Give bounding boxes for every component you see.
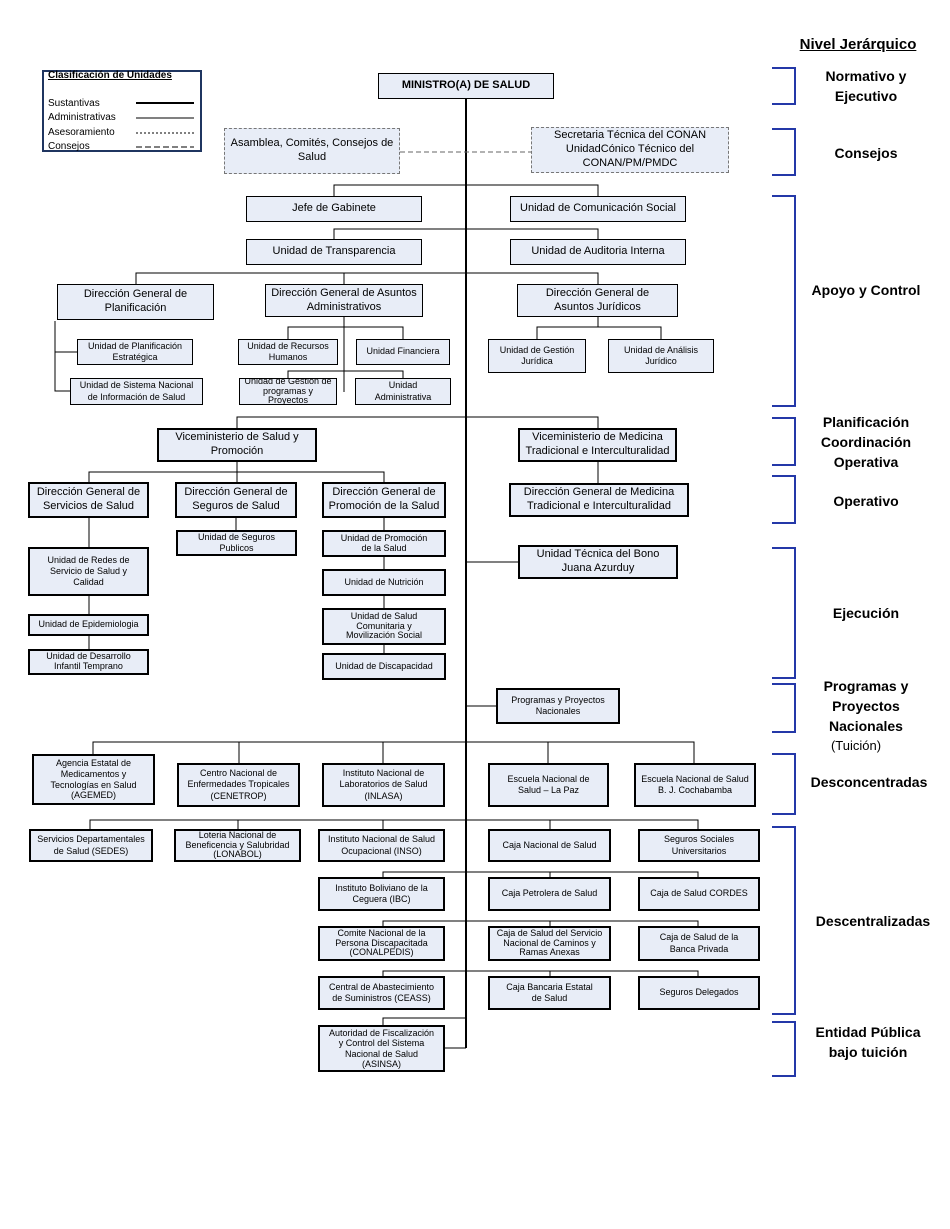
- unit-ministro: MINISTRO(A) DE SALUD: [378, 73, 554, 99]
- unit-sedes: Servicios Departamentales de Salud (SEDE…: [29, 829, 153, 862]
- unit-promocion-salud: Unidad de Promoción de la Salud: [322, 530, 446, 557]
- unit-caja-nacional: Caja Nacional de Salud: [488, 829, 611, 862]
- unit-viceministerio-medicina: Viceministerio de Medicina Tradicional e…: [518, 428, 677, 462]
- unit-dg-planificacion: Dirección General de Planificación: [57, 284, 214, 320]
- unit-inlasa: Instituto Nacional de Laboratorios de Sa…: [322, 763, 445, 807]
- unit-recursos-humanos: Unidad de Recursos Humanos: [238, 339, 338, 365]
- unit-escuela-la-paz: Escuela Nacional de Salud – La Paz: [488, 763, 609, 807]
- unit-asinsa: Autoridad de Fiscalización y Control del…: [318, 1025, 445, 1072]
- level-column-title: Nivel Jerárquico: [799, 36, 917, 53]
- unit-viceministerio-salud: Viceministerio de Salud y Promoción: [157, 428, 317, 462]
- unit-dg-promocion-salud: Dirección General de Promoción de la Sal…: [322, 482, 446, 518]
- unit-caja-banca-privada: Caja de Salud de la Banca Privada: [638, 926, 760, 961]
- unit-seguros-delegados: Seguros Delegados: [638, 976, 760, 1010]
- unit-analisis-juridico: Unidad de Análisis Jurídico: [608, 339, 714, 373]
- legend-item-sustantivas: Sustantivas: [48, 98, 100, 109]
- unit-dg-medicina-tradicional: Dirección General de Medicina Tradiciona…: [509, 483, 689, 517]
- unit-ceass: Central de Abastecimiento de Suministros…: [318, 976, 445, 1010]
- unit-dg-servicios-salud: Dirección General de Servicios de Salud: [28, 482, 149, 518]
- unit-caja-bancaria-estatal: Caja Bancaria Estatal de Salud: [488, 976, 611, 1010]
- unit-asamblea: Asamblea, Comités, Consejos de Salud: [224, 128, 400, 174]
- unit-seguros-publicos: Unidad de Seguros Publicos: [176, 530, 297, 556]
- unit-auditoria-interna: Unidad de Auditoria Interna: [510, 239, 686, 265]
- unit-dg-seguros-salud: Dirección General de Seguros de Salud: [175, 482, 297, 518]
- unit-sistema-informacion: Unidad de Sistema Nacional de Informació…: [70, 378, 203, 405]
- unit-nutricion: Unidad de Nutrición: [322, 569, 446, 596]
- legend-item-administrativas: Administrativas: [48, 112, 116, 123]
- level-apoyo-control: Apoyo y Control: [811, 282, 921, 298]
- unit-seguros-universitarios: Seguros Sociales Universitarios: [638, 829, 760, 862]
- unit-caja-petrolera: Caja Petrolera de Salud: [488, 877, 611, 911]
- unit-agemed: Agencia Estatal de Medicamentos y Tecnol…: [32, 754, 155, 805]
- unit-escuela-cochabamba: Escuela Nacional de Salud B. J. Cochabam…: [634, 763, 756, 807]
- unit-lonabol: Loteria Nacional de Beneficencia y Salub…: [174, 829, 301, 862]
- level-consejos: Consejos: [834, 145, 898, 161]
- unit-caja-cordes: Caja de Salud CORDES: [638, 877, 760, 911]
- unit-planificacion-estrategica: Unidad de Planificación Estratégica: [77, 339, 193, 365]
- unit-dg-asuntos-juridicos: Dirección General de Asuntos Jurídicos: [517, 284, 678, 317]
- level-descentralizadas: Descentralizadas: [815, 913, 931, 929]
- unit-conalpedis: Comite Nacional de la Persona Discapacit…: [318, 926, 445, 961]
- legend-line-samples: [136, 102, 194, 148]
- unit-desarrollo-infantil: Unidad de Desarrollo Infantil Temprano: [28, 649, 149, 675]
- unit-comunicacion-social: Unidad de Comunicación Social: [510, 196, 686, 222]
- unit-dg-asuntos-administrativos: Dirección General de Asuntos Administrat…: [265, 284, 423, 317]
- unit-gestion-programas: Unidad de Gestión de programas y Proyect…: [239, 378, 337, 405]
- level-operativo: Operativo: [833, 493, 899, 509]
- level-ejecucion: Ejecución: [832, 605, 900, 621]
- legend-item-consejos: Consejos: [48, 141, 90, 152]
- legend-item-asesoramiento: Asesoramiento: [48, 127, 115, 138]
- unit-gestion-juridica: Unidad de Gestión Jurídica: [488, 339, 586, 373]
- legend: Clasificación de Unidades Sustantivas Ad…: [42, 70, 202, 152]
- unit-transparencia: Unidad de Transparencia: [246, 239, 422, 265]
- unit-bono-juana-azurduy: Unidad Técnica del Bono Juana Azurduy: [518, 545, 678, 579]
- unit-salud-comunitaria: Unidad de Salud Comunitaria y Movilizaci…: [322, 608, 446, 645]
- legend-title: Clasificación de Unidades: [48, 70, 172, 81]
- unit-discapacidad: Unidad de Discapacidad: [322, 653, 446, 680]
- level-desconcentradas: Desconcentradas: [810, 774, 928, 790]
- unit-inso: Instituto Nacional de Salud Ocupacional …: [318, 829, 445, 862]
- unit-jefe-gabinete: Jefe de Gabinete: [246, 196, 422, 222]
- unit-secretaria-conan: Secretaria Técnica del CONAN UnidadCónic…: [531, 127, 729, 173]
- unit-caja-caminos: Caja de Salud del Servicio Nacional de C…: [488, 926, 611, 961]
- unit-cenetrop: Centro Nacional de Enfermedades Tropical…: [177, 763, 300, 807]
- unit-epidemiologia: Unidad de Epidemiologia: [28, 614, 149, 636]
- unit-administrativa: Unidad Administrativa: [355, 378, 451, 405]
- unit-financiera: Unidad Financiera: [356, 339, 450, 365]
- unit-redes-servicio: Unidad de Redes de Servicio de Salud y C…: [28, 547, 149, 596]
- unit-programas-proyectos: Programas y Proyectos Nacionales: [496, 688, 620, 724]
- unit-ibc: Instituto Boliviano de la Ceguera (IBC): [318, 877, 445, 911]
